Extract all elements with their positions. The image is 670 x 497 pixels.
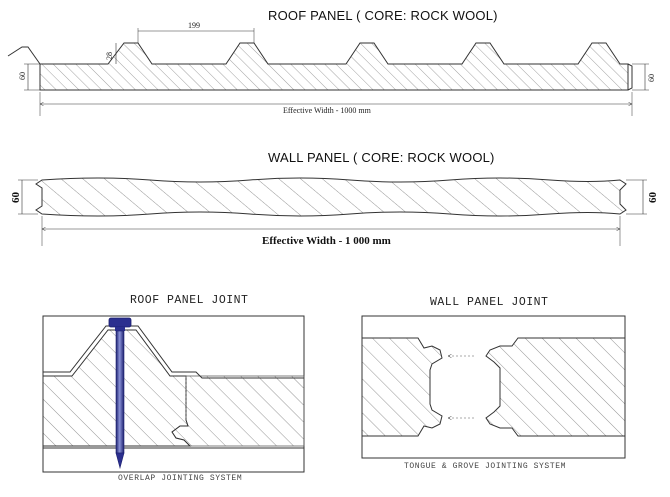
roof-panel-title: ROOF PANEL ( CORE: ROCK WOOL) [268,8,498,23]
wall-joint-caption: TONGUE & GROVE JOINTING SYSTEM [404,462,567,471]
wall-panel-section: 60 60 Effective Width - 1 000 mm [10,177,659,247]
wall-panel-core [35,177,627,217]
screw-icon [108,317,132,470]
wall-effective-width: Effective Width - 1 000 mm [262,235,391,247]
roof-thickness-right: 60 [647,74,656,82]
roof-rib-pitch: 199 [188,21,200,30]
roof-joint-title: ROOF PANEL JOINT [130,294,249,307]
roof-effective-width: Effective Width - 1000 mm [283,106,372,115]
wall-joint-left-panel [361,337,443,437]
wall-thickness-right: 60 [647,192,659,204]
wall-thickness-left: 60 [10,192,22,204]
wall-joint-detail [361,315,626,459]
wall-joint-right-panel [485,337,626,437]
wall-panel-title: WALL PANEL ( CORE: ROCK WOOL) [268,150,495,165]
wall-joint-title: WALL PANEL JOINT [430,296,549,309]
roof-joint-right-panel [171,375,305,447]
roof-joint-detail [42,315,305,473]
roof-panel-section: 60 60 199 28 Effective Width - 1000 mm [7,21,656,116]
roof-rib-height: 28 [105,52,114,60]
roof-panel-core [39,42,629,91]
roof-joint-caption: OVERLAP JOINTING SYSTEM [118,474,243,483]
roof-thickness-left: 60 [18,72,27,80]
